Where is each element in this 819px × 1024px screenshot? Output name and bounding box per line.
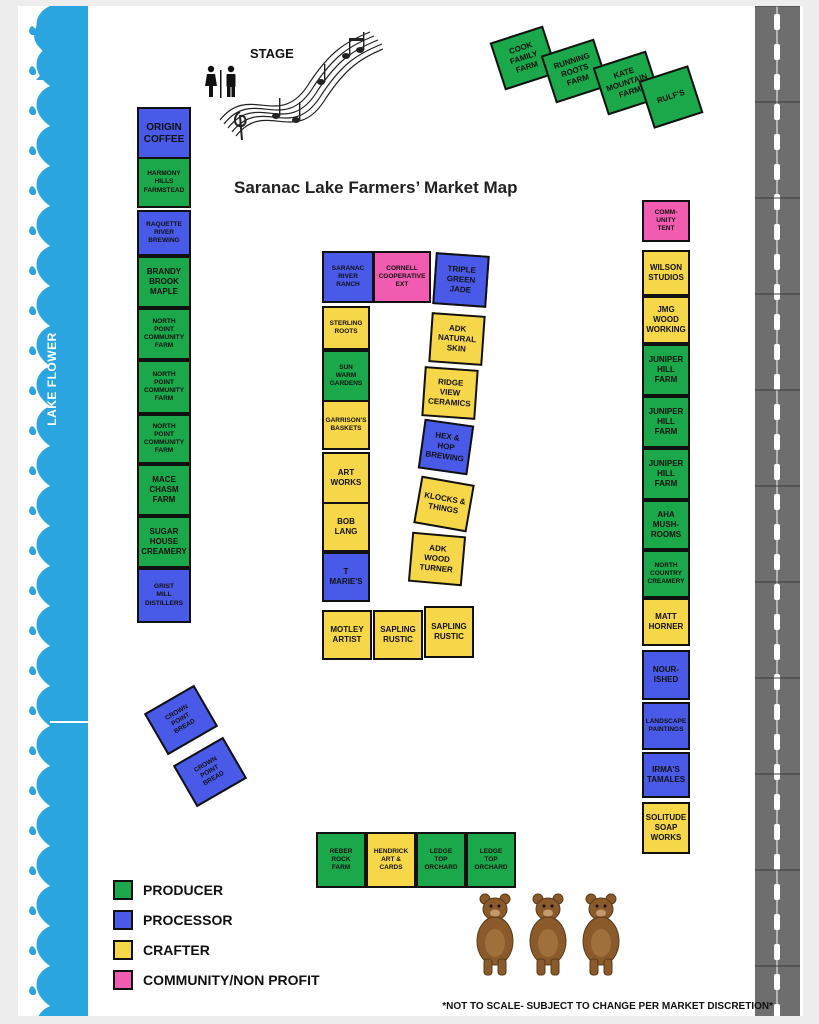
vendor-booth-sugar-house-creamery: SUGAR HOUSE CREAMERY	[137, 516, 191, 568]
lake-flower-label: LAKE FLOWER	[32, 324, 72, 434]
lake-label-text: LAKE FLOWER	[45, 332, 59, 426]
restroom-icon	[203, 64, 239, 98]
vendor-booth-motley-artist: MOTLEY ARTIST	[322, 610, 372, 660]
vendor-booth-aha-mush-rooms: AHA MUSH- ROOMS	[642, 500, 690, 550]
vendor-booth-bob-lang: BOB LANG	[322, 502, 370, 552]
vendor-booth-north-point-community-farm: NORTH POINT COMMUNITY FARM	[137, 414, 191, 464]
vendor-booth-reber-rock-farm: REBER ROCK FARM	[316, 832, 366, 888]
market-map: LAKE FLOWER STAGE	[18, 6, 803, 1016]
vendor-booth-juniper-hill-farm: JUNIPER HILL FARM	[642, 448, 690, 500]
vendor-booth-triple-green-jade: TRIPLE GREEN JADE	[432, 252, 490, 308]
legend-swatch-processor	[113, 910, 133, 930]
legend-swatch-producer	[113, 880, 133, 900]
road	[755, 6, 800, 1016]
legend-label-producer: PRODUCER	[143, 882, 224, 898]
vendor-booth-art-works: ART WORKS	[322, 452, 370, 504]
vendor-booth-sapling-rustic: SAPLING RUSTIC	[373, 610, 423, 660]
lake-flower-water	[29, 6, 88, 1016]
vendor-booth-ledge-top-orchard: LEDGE TOP ORCHARD	[466, 832, 516, 888]
vendor-booth-adk-wood-turner: ADK WOOD TURNER	[407, 531, 467, 587]
vendor-booth-nour-ished: NOUR- ISHED	[642, 650, 690, 700]
vendor-booth-sapling-rustic: SAPLING RUSTIC	[424, 606, 474, 658]
vendor-booth-garrison-s-baskets: GARRISON'S BASKETS	[322, 400, 370, 450]
legend-label-crafter: CRAFTER	[143, 942, 210, 958]
legend-label-community: COMMUNITY/NON PROFIT	[143, 972, 320, 988]
vendor-booth-grist-mill-distillers: GRIST MILL DISTILLERS	[137, 568, 191, 623]
vendor-booth-irma-s-tamales: IRMA'S TAMALES	[642, 752, 690, 798]
stage-label: STAGE	[250, 46, 294, 61]
music-staff-icon	[218, 20, 383, 145]
vendor-booth-sterling-roots: STERLING ROOTS	[322, 306, 370, 350]
vendor-booth-north-point-community-farm: NORTH POINT COMMUNITY FARM	[137, 360, 191, 414]
vendor-booth-solitude-soap-works: SOLITUDE SOAP WORKS	[642, 802, 690, 854]
vendor-booth-jmg-wood-working: JMG WOOD WORKING	[642, 296, 690, 344]
vendor-booth-juniper-hill-farm: JUNIPER HILL FARM	[642, 344, 690, 396]
legend-swatch-crafter	[113, 940, 133, 960]
bear-icons	[473, 891, 633, 976]
vendor-booth-harmony-hills-farmstead: HARMONY HILLS FARMSTEAD	[137, 157, 191, 208]
disclaimer-note: *NOT TO SCALE- SUBJECT TO CHANGE PER MAR…	[442, 1001, 773, 1012]
vendor-booth-north-country-creamery: NORTH COUNTRY CREAMERY	[642, 550, 690, 598]
vendor-booth-origin-coffee: ORIGIN COFFEE	[137, 107, 191, 161]
vendor-booth-crown-point-bread: CROWN POINT BREAD	[172, 736, 248, 808]
vendor-booth-ledge-top-orchard: LEDGE TOP ORCHARD	[416, 832, 466, 888]
vendor-booth-ridge-view-ceramics: RIDGE VIEW CERAMICS	[421, 366, 479, 420]
vendor-booth-brandy-brook-maple: BRANDY BROOK MAPLE	[137, 256, 191, 308]
vendor-booth-t-marie-s: T MARIE'S	[322, 552, 370, 602]
legend-label-processor: PROCESSOR	[143, 912, 233, 928]
map-title: Saranac Lake Farmers’ Market Map	[234, 178, 518, 197]
vendor-booth-mace-chasm-farm: MACE CHASM FARM	[137, 464, 191, 516]
vendor-booth-hex-hop-brewing: HEX & HOP BREWING	[417, 418, 475, 476]
vendor-booth-klocks-things: KLOCKS & THINGS	[413, 475, 475, 533]
vendor-booth-cornell-cooperative-ext: CORNELL COOPERATIVE EXT	[373, 251, 431, 303]
vendor-booth-comm-unity-tent: COMM- UNITY TENT	[642, 200, 690, 242]
vendor-booth-wilson-studios: WILSON STUDIOS	[642, 250, 690, 296]
vendor-booth-matt-horner: MATT HORNER	[642, 598, 690, 646]
legend-swatch-community	[113, 970, 133, 990]
vendor-booth-adk-natural-skin: ADK NATURAL SKIN	[428, 312, 486, 366]
vendor-booth-sun-warm-gardens: SUN WARM GARDENS	[322, 350, 370, 402]
vendor-booth-north-point-community-farm: NORTH POINT COMMUNITY FARM	[137, 308, 191, 360]
vendor-booth-juniper-hill-farm: JUNIPER HILL FARM	[642, 396, 690, 448]
vendor-booth-landscape-paintings: LANDSCAPE PAINTINGS	[642, 702, 690, 750]
vendor-booth-saranac-river-ranch: SARANAC RIVER RANCH	[322, 251, 374, 303]
vendor-booth-hendrick-art-cards: HENDRICK ART & CARDS	[366, 832, 416, 888]
vendor-booth-raquette-river-brewing: RAQUETTE RIVER BREWING	[137, 210, 191, 256]
